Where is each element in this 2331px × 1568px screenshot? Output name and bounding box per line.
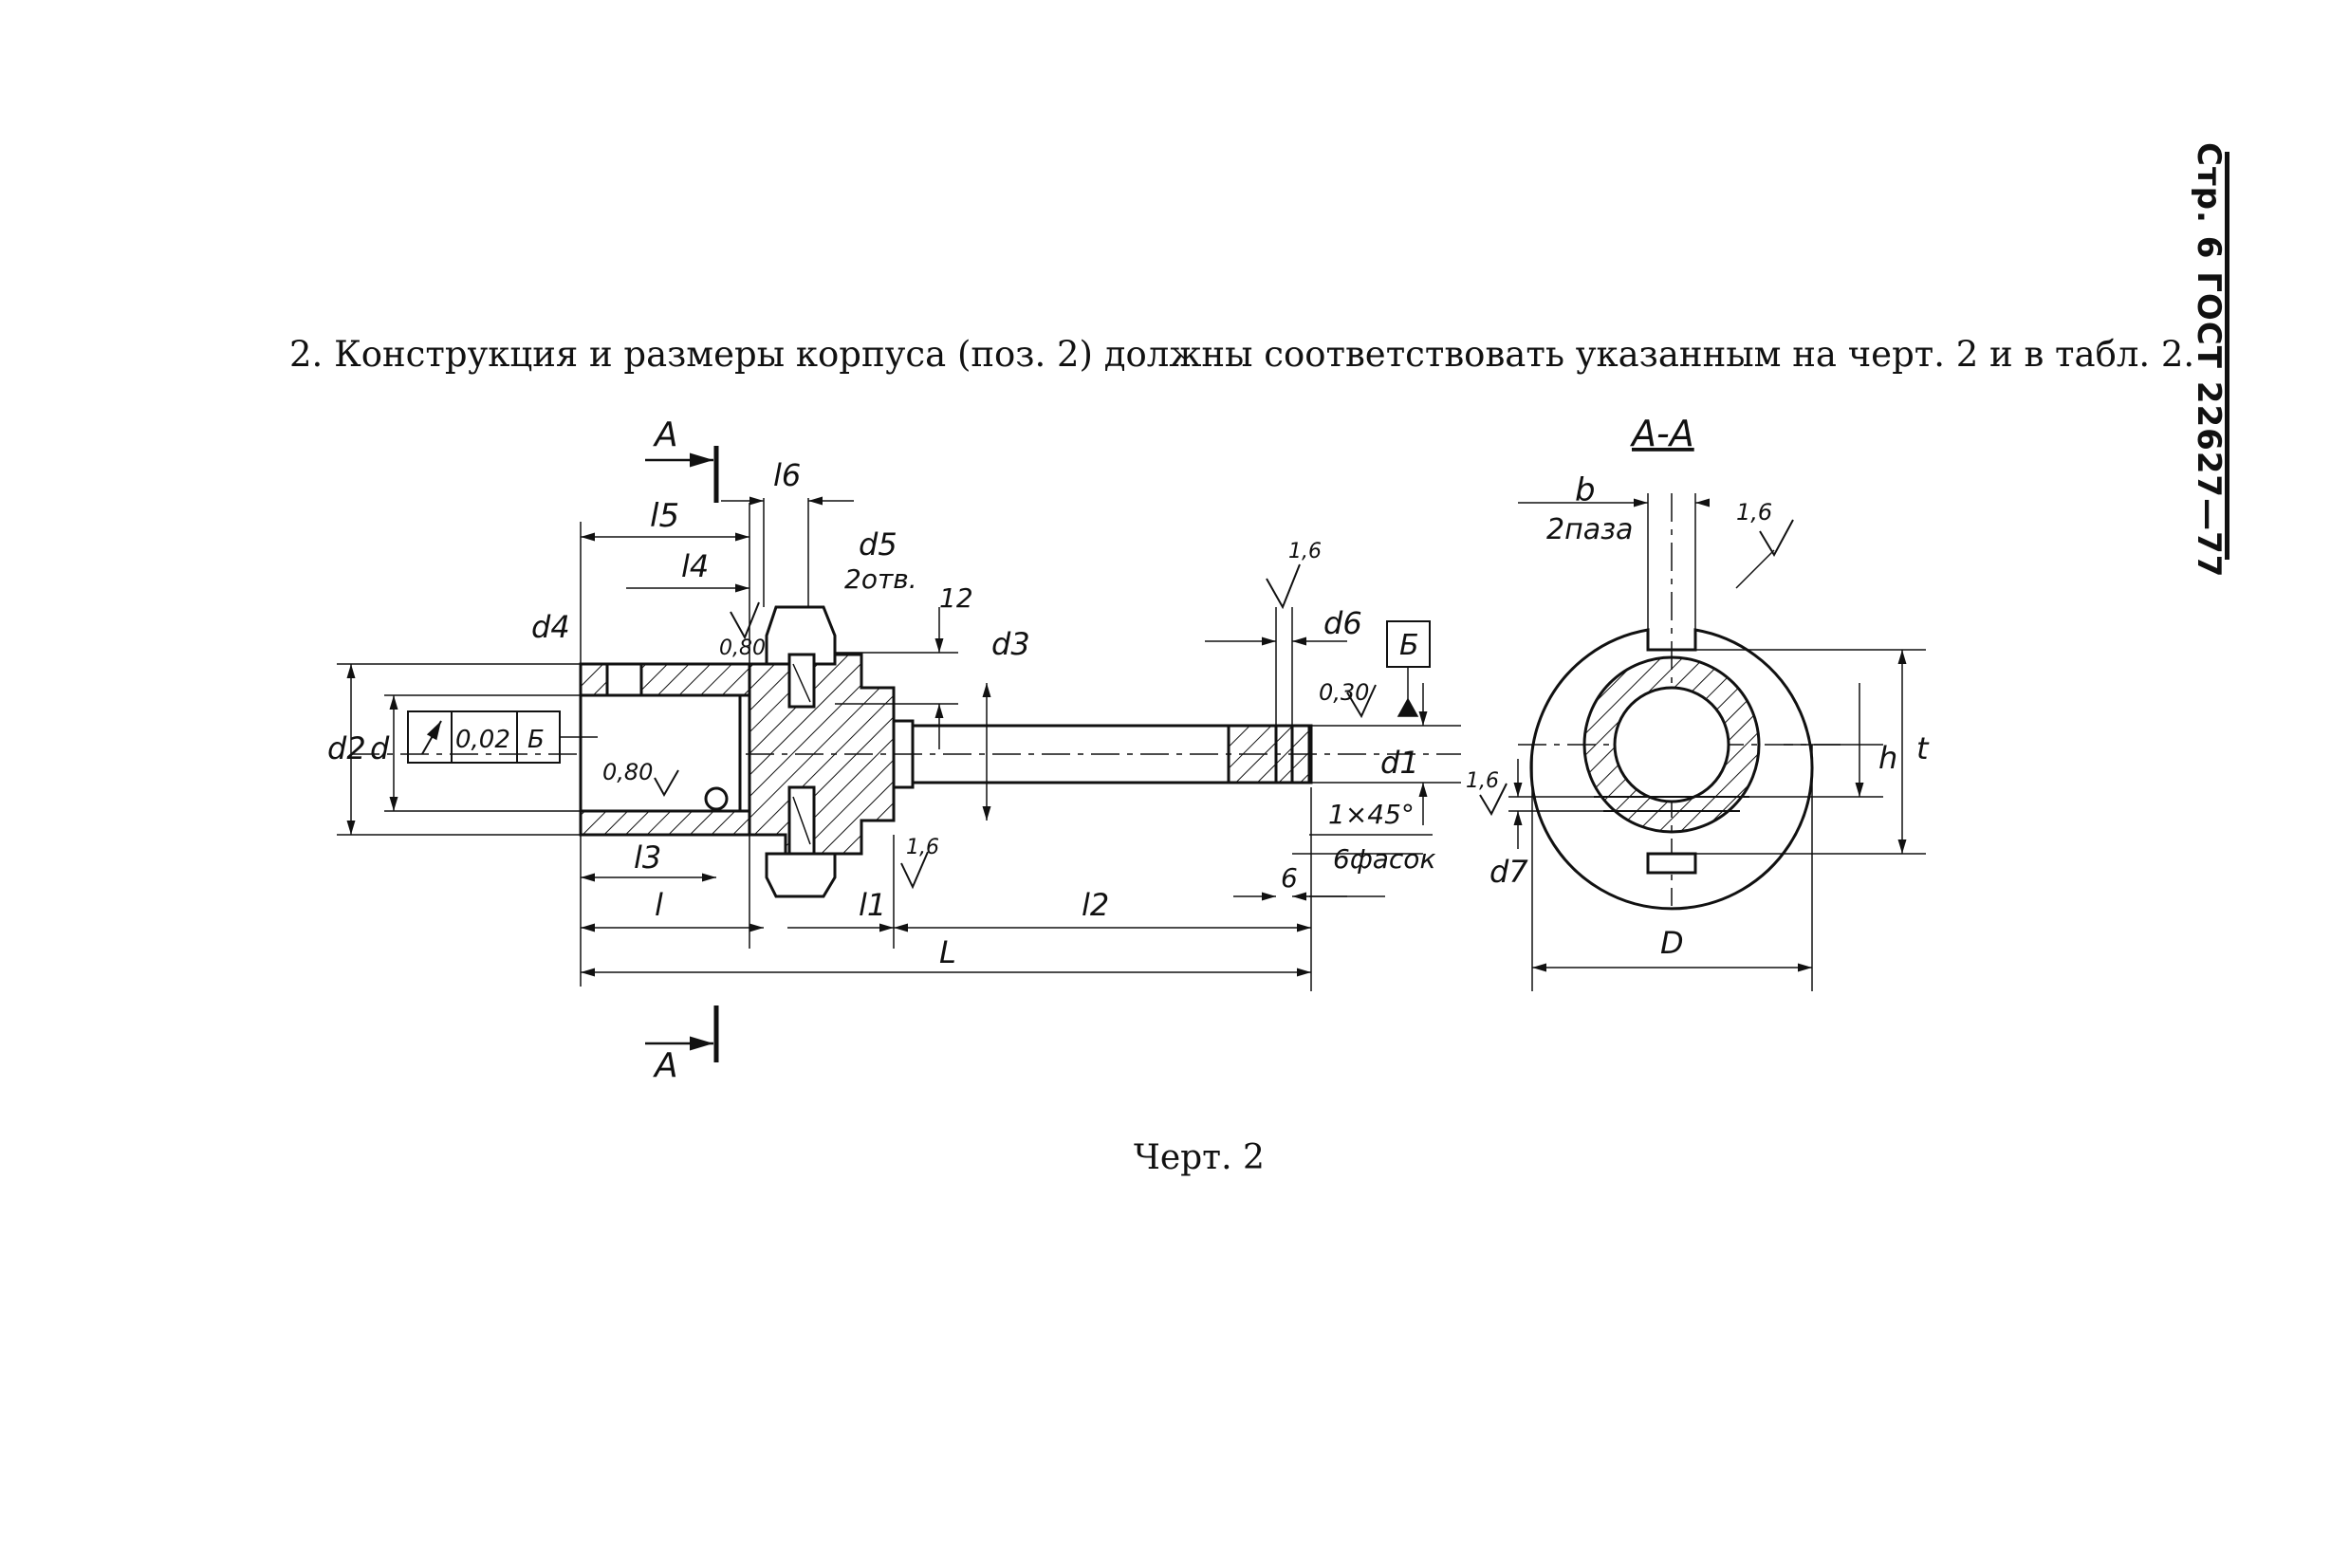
figure-caption: Черт. 2 xyxy=(1134,1138,1265,1177)
rough-16-slot: 1,6 xyxy=(1736,499,1772,526)
label-slots: 2паза xyxy=(1546,513,1633,546)
section-mark-top: А xyxy=(653,415,678,454)
label-holes: 2отв. xyxy=(844,563,917,595)
tolerance-value: 0,02 xyxy=(455,726,510,754)
rough-16-collar: 1,6 xyxy=(906,836,939,859)
tolerance-datum: Б xyxy=(527,726,545,754)
outer-ring xyxy=(1529,628,1814,911)
rough-080-bore: 0,80 xyxy=(602,759,653,785)
rough-16-shaft: 1,6 xyxy=(1288,540,1322,563)
label-L: L xyxy=(939,934,956,970)
label-h: h xyxy=(1878,740,1897,776)
dimensions-main xyxy=(337,446,1461,1062)
label-l4: l4 xyxy=(681,548,709,584)
label-b: b xyxy=(1575,471,1596,509)
dimensions-section xyxy=(1479,493,1926,991)
label-d: d xyxy=(370,730,390,766)
label-D: D xyxy=(1660,925,1684,961)
label-d5: d5 xyxy=(859,526,897,563)
label-d7: d7 xyxy=(1489,854,1528,890)
label-12: 12 xyxy=(939,582,973,614)
label-chamfers: 6фасок xyxy=(1333,843,1435,875)
label-d6: d6 xyxy=(1323,605,1362,641)
rough-16-bottom: 1,6 xyxy=(1466,769,1499,793)
label-d3: d3 xyxy=(991,626,1030,662)
d4-hole xyxy=(605,662,643,697)
upper-nut xyxy=(765,605,837,666)
inner-bore xyxy=(1613,686,1730,803)
collar-section xyxy=(748,653,896,856)
section-title: А-А xyxy=(1629,413,1694,454)
header-rule xyxy=(2225,152,2229,560)
label-d2: d2 xyxy=(327,730,366,766)
label-l3: l3 xyxy=(634,839,661,876)
pin-hole xyxy=(704,786,729,811)
section-mark-bottom: А xyxy=(653,1046,678,1085)
lower-nut xyxy=(765,852,837,898)
section-view xyxy=(1518,493,1841,911)
label-6: 6 xyxy=(1281,862,1298,894)
label-l: l xyxy=(655,887,663,923)
label-t: t xyxy=(1916,730,1930,766)
label-d4: d4 xyxy=(531,609,570,645)
label-l5: l5 xyxy=(650,497,679,535)
rough-080-flange: 0,80 xyxy=(719,636,766,660)
upper-screw xyxy=(787,653,816,709)
rough-030: 0,30 xyxy=(1319,679,1369,706)
label-chamfer-size: 1×45° xyxy=(1328,799,1415,830)
labels-main: А А l5 l6 l4 d5 2отв. 12 d3 d4 d6 Б 0,30… xyxy=(327,415,1435,1085)
datum-letter: Б xyxy=(1399,629,1419,662)
label-l1: l1 xyxy=(859,887,886,923)
label-l6: l6 xyxy=(773,457,801,493)
label-d1: d1 xyxy=(1380,745,1419,781)
label-l2: l2 xyxy=(1082,887,1109,923)
intro-text: 2. Конструкция и размеры корпуса (поз. 2… xyxy=(289,334,2195,375)
thread-end xyxy=(1227,724,1311,784)
labels-section: А-А b 2паза 1,6 h t 1,6 d7 D xyxy=(1466,413,1930,961)
